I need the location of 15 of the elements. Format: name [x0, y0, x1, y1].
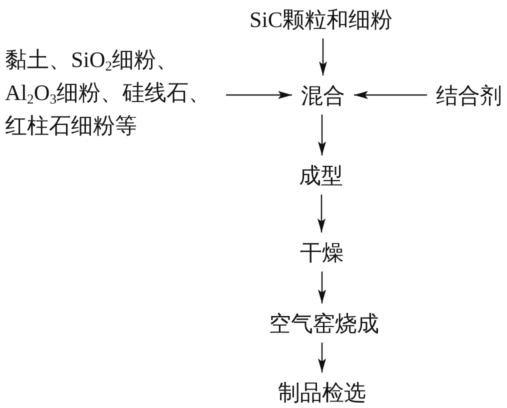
process-step-label: 空气窑烧成	[269, 310, 379, 336]
arrow	[354, 91, 427, 99]
material-list: 黏土、SiO$_{2}$细粉、Al$_{2}$O$_{3}$细粉、硅线石、红柱石细粉等	[5, 43, 217, 142]
process-step-label: 混合	[301, 82, 345, 108]
process-step-label: 制品检选	[278, 378, 366, 406]
arrow	[319, 38, 327, 76]
arrow	[318, 342, 326, 372]
material-label: SiC颗粒和细粉	[250, 6, 393, 32]
process-step-label: 干燥	[300, 238, 344, 266]
material-label: 结合剂	[436, 82, 502, 108]
arrow	[318, 272, 326, 304]
process-step-label: 成型	[299, 162, 343, 188]
arrow	[226, 91, 292, 99]
arrow	[318, 194, 326, 232]
arrow	[318, 114, 326, 156]
